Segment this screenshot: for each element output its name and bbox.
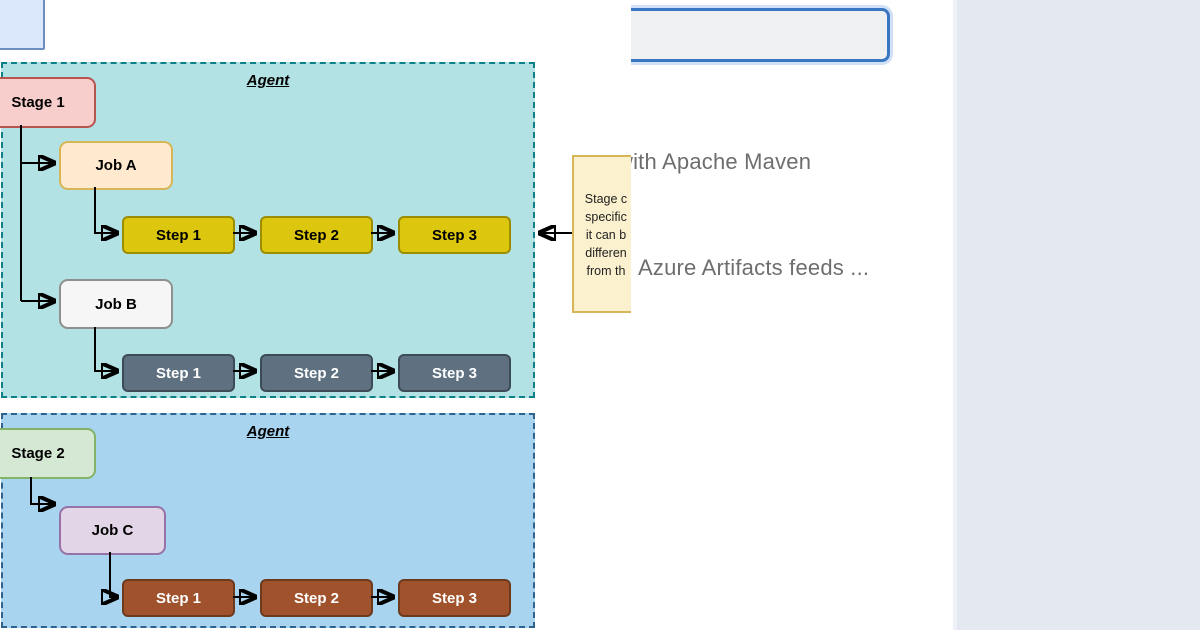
- job-c-step3-box: Step 3: [398, 579, 511, 617]
- job-c-box: Job C: [59, 506, 166, 555]
- stage1-agent-container: Agent Stage 1 Job A Step 1 Step 2 Step 3…: [0, 62, 535, 398]
- focused-input[interactable]: [600, 8, 890, 62]
- page-heading: with Apache Maven: [617, 149, 812, 174]
- job-a-step3-box: Step 3: [398, 216, 511, 254]
- right-side-panel: [953, 0, 1200, 630]
- pipeline-diagram: Agent Stage 1 Job A Step 1 Step 2 Step 3…: [0, 0, 631, 630]
- stage2-agent-container: Agent Stage 2 Job C Step 1 Step 2 Step 3: [0, 413, 535, 628]
- job-a-box: Job A: [59, 141, 173, 190]
- note-line: Stage c: [584, 192, 628, 206]
- note-line: differen: [585, 246, 627, 260]
- note-line: from th: [586, 264, 626, 278]
- stage1-box: Stage 1: [0, 77, 96, 128]
- stage2-agent-label: Agent: [246, 423, 290, 440]
- job-c-step2-box: Step 2: [260, 579, 373, 617]
- note-line: specific: [585, 210, 627, 224]
- job-c-step1-box: Step 1: [122, 579, 235, 617]
- job-b-step1-box: Step 1: [122, 354, 235, 392]
- job-b-step2-box: Step 2: [260, 354, 373, 392]
- job-b-step3-box: Step 3: [398, 354, 511, 392]
- note-line: it can b: [585, 228, 627, 242]
- corner-shape: [0, 0, 45, 50]
- stage2-box: Stage 2: [0, 428, 96, 479]
- stage1-agent-label: Agent: [246, 72, 290, 89]
- page-subheading: Azure Artifacts feeds ...: [638, 255, 870, 280]
- sticky-note: Stage c specific it can b differen from …: [572, 155, 631, 313]
- sticky-note-text: Stage c specific it can b differen from …: [574, 190, 631, 280]
- job-b-box: Job B: [59, 279, 173, 329]
- job-a-step2-box: Step 2: [260, 216, 373, 254]
- job-a-step1-box: Step 1: [122, 216, 235, 254]
